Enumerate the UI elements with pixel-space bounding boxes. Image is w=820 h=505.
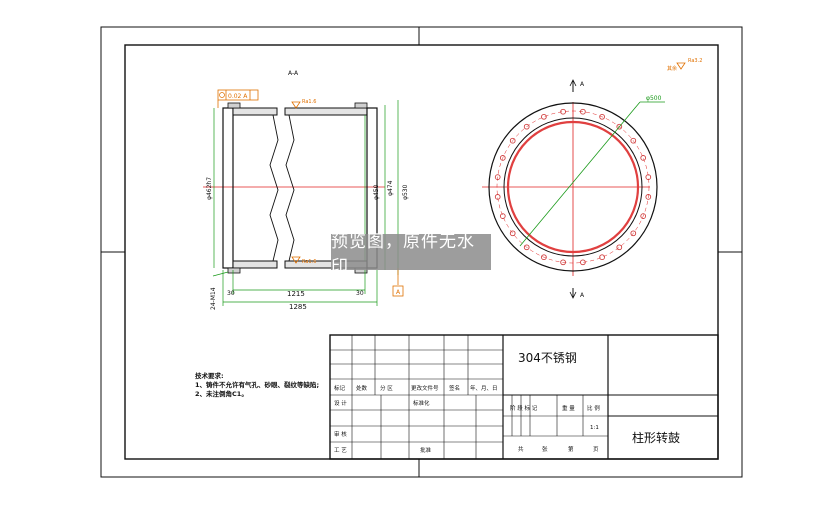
title-block-header-row: 标记 处数 分 区 更改文件号 签名 年、月、日 [334, 384, 498, 392]
bolt-hole [645, 174, 652, 180]
bolt-hole [509, 230, 516, 237]
dim-holes: 24-M14 [210, 287, 217, 310]
roughness-symbol-bottom [291, 256, 301, 264]
svg-text:张: 张 [542, 445, 548, 453]
dim-bore-diameter: φ450 [373, 184, 380, 200]
view-arrow-label-bottom: A [580, 292, 585, 299]
dim-outer-diameter: φ462h7 [206, 177, 213, 200]
dim-530: φ530 [402, 184, 409, 200]
bolt-hole [541, 254, 547, 261]
view-arrow-bottom-head [569, 291, 577, 299]
bolt-hole [640, 155, 647, 161]
roughness-label-top: Ra1.6 [302, 99, 316, 105]
roughness-label-bottom: Ra1.6 [302, 259, 316, 265]
bolt-hole [580, 108, 586, 115]
bolt-hole [560, 108, 566, 115]
dim-left-30: 30 [227, 290, 235, 297]
bolt-hole [523, 123, 530, 130]
svg-text:重 量: 重 量 [562, 404, 575, 412]
design-label: 设 计 [334, 399, 347, 407]
section-label: A-A [288, 70, 299, 77]
bolt-hole [494, 194, 501, 200]
tech-req-line1: 1、铸件不允许有气孔、砂眼、裂纹等缺陷; [195, 380, 319, 389]
part-name: 柱形转鼓 [632, 430, 680, 445]
sheet-labels: 共 张 第 页 [518, 445, 599, 453]
svg-text:更改文件号: 更改文件号 [411, 384, 439, 392]
bolt-hole [630, 230, 637, 237]
break-line-right [285, 114, 295, 262]
bolt-hole [580, 259, 586, 266]
svg-text:页: 页 [593, 446, 599, 453]
bolt-hole [541, 113, 547, 120]
view-arrow-label-top: A [580, 81, 585, 88]
end-view [482, 79, 665, 299]
roughness-symbol-top [291, 101, 301, 109]
bore-circle [506, 120, 640, 254]
review-label: 审 核 [334, 430, 347, 438]
bolt-hole [616, 123, 623, 130]
svg-text:比 例: 比 例 [587, 404, 600, 412]
bolt-hole [640, 213, 647, 219]
tech-req-title: 技术要求: [195, 371, 224, 380]
preview-watermark: 预览图，原件无水印 [331, 232, 491, 277]
dim-overall-length: 1285 [289, 303, 307, 311]
svg-text:阶 段 标 记: 阶 段 标 记 [510, 404, 538, 412]
svg-text:标记: 标记 [334, 384, 346, 392]
stage-labels: 阶 段 标 记 重 量 比 例 [510, 404, 600, 412]
bolt-hole [599, 254, 605, 261]
bolt-hole [599, 113, 605, 120]
datum-letter: A [396, 289, 401, 296]
svg-text:其余: 其余 [667, 65, 677, 72]
svg-text:处数: 处数 [356, 384, 368, 392]
svg-text:签名: 签名 [449, 384, 460, 392]
bolt-hole [616, 244, 623, 251]
general-roughness: 其余 Ra3.2 [667, 58, 702, 72]
left-flange [222, 107, 234, 269]
break-line-left [269, 114, 279, 262]
pcd-leader [519, 101, 641, 247]
svg-text:分 区: 分 区 [380, 384, 393, 392]
bolt-hole [494, 174, 501, 180]
approve-label: 批准 [420, 446, 432, 454]
bolt-hole [645, 194, 652, 200]
scale-value: 1:1 [590, 425, 599, 431]
bolt-holes [494, 108, 652, 266]
svg-text:Ra3.2: Ra3.2 [688, 58, 702, 64]
title-block [329, 334, 719, 460]
dim-474: φ474 [387, 180, 394, 196]
tech-req-line2: 2、未注倒角C1。 [195, 389, 248, 398]
bolt-hole [523, 244, 530, 251]
datum-marker [392, 268, 404, 297]
bolt-hole [560, 259, 566, 266]
svg-text:共: 共 [518, 445, 524, 453]
svg-text:年、月、日: 年、月、日 [470, 384, 498, 392]
process-label: 工 艺 [334, 447, 347, 454]
flatness-value: 0.02 A [228, 93, 248, 100]
pcd-label: φ500 [646, 95, 662, 102]
standard-label: 标准化 [413, 399, 430, 407]
flatness-callout [217, 89, 259, 108]
bolt-hole [499, 155, 506, 161]
view-arrow-top-head [569, 79, 577, 87]
dim-inner-length: 1215 [287, 290, 305, 298]
bolt-hole [499, 213, 506, 219]
bolt-hole [509, 137, 516, 144]
top-wall [227, 102, 368, 116]
wall-outer-circle [503, 117, 643, 257]
svg-text:第: 第 [568, 445, 574, 453]
pitch-circle [496, 110, 650, 264]
material-label: 304不锈钢 [518, 351, 577, 365]
flange-outer-circle [488, 102, 658, 272]
bolt-hole [630, 137, 637, 144]
dim-right-30: 30 [356, 290, 364, 297]
frame-zone-ticks [101, 27, 742, 477]
